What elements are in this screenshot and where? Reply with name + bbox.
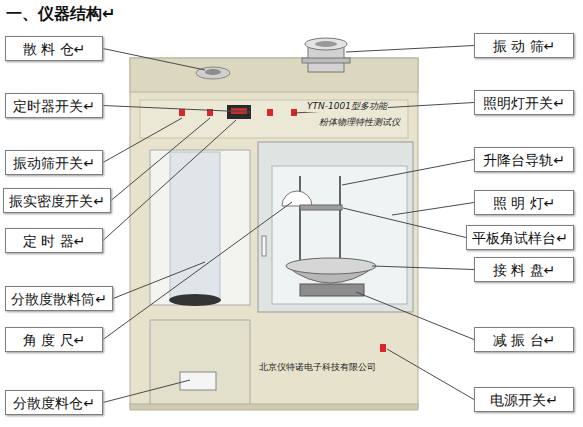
leader-line (103, 106, 250, 113)
callout-box: 照明灯开关↵ (474, 90, 574, 115)
section-title: 一、仪器结构↵ (6, 4, 115, 25)
part-name: 平板角试样台↵ (472, 231, 568, 245)
part-name: 角 度 尺↵ (23, 333, 86, 347)
switch (267, 109, 273, 116)
power-switch (380, 344, 386, 352)
leader-line (372, 266, 474, 270)
dispersion-cylinder (170, 152, 220, 300)
callout-box: 接 料 盘↵ (474, 257, 574, 282)
callout-box: 电源开关↵ (474, 387, 574, 412)
instrument-base (130, 404, 418, 410)
lift-rail (299, 176, 301, 272)
part-name: 分散度料仓↵ (13, 396, 95, 410)
sieve-top (305, 38, 347, 50)
hopper-hole (205, 69, 221, 75)
angle-dial (282, 191, 312, 206)
part-name: 振实密度开关↵ (9, 194, 105, 208)
switch (179, 109, 185, 116)
instrument-body (130, 58, 418, 408)
leader-line (392, 203, 474, 216)
leader-line (103, 118, 182, 163)
leader-line (343, 208, 466, 238)
damping-stand (300, 284, 364, 296)
callout-box: 定时器开关↵ (5, 93, 103, 118)
part-name: 振 动 筛↵ (493, 39, 556, 53)
leader-line (387, 349, 474, 400)
part-name: 定时器开关↵ (13, 99, 95, 113)
leader-line (294, 103, 474, 114)
callout-box: 减 振 台↵ (474, 327, 574, 352)
part-name: 分散度散料筒↵ (11, 292, 107, 306)
part-name: 振动筛开关↵ (13, 156, 95, 170)
leader-line (356, 292, 474, 340)
callout-box: 分散度散料筒↵ (5, 286, 113, 311)
printed-label: YTN-1001型多功能 (306, 102, 388, 112)
callout-box: 平板角试样台↵ (466, 225, 574, 250)
leader-line (346, 46, 474, 53)
callout-box: 振实密度开关↵ (3, 188, 111, 213)
leader-line (103, 202, 292, 340)
callout-box: 散 料 仓↵ (5, 36, 103, 61)
leader-line (113, 262, 205, 299)
lift-rail (339, 176, 341, 272)
part-name: 散 料 仓↵ (23, 42, 86, 56)
leader-line (103, 120, 236, 241)
part-name: 电源开关↵ (490, 393, 558, 407)
part-name: 照明灯开关↵ (483, 96, 565, 110)
right-chamber-glass (272, 166, 407, 304)
printed-label: 粉体物理特性测试仪 (318, 118, 401, 128)
leader-line (103, 380, 190, 403)
part-name: 照 明 灯↵ (493, 196, 556, 210)
part-name: 升降台导轨↵ (483, 153, 565, 167)
printed-label: 北京仪特诺电子科技有限公司 (258, 363, 377, 373)
cylinder-base (169, 294, 221, 306)
part-name: 减 振 台↵ (493, 333, 556, 347)
callout-box: 定 时 器↵ (5, 228, 103, 253)
leader-line (342, 160, 474, 186)
callout-box: 振 动 筛↵ (474, 33, 574, 58)
callout-box: 角 度 尺↵ (5, 327, 103, 352)
callout-box: 振动筛开关↵ (5, 150, 103, 175)
tray-rim (286, 258, 376, 274)
part-name: 定 时 器↵ (23, 234, 86, 248)
flat-sample-stage (300, 205, 342, 210)
right-chamber-frame (258, 142, 413, 312)
callout-box: 分散度料仓↵ (5, 390, 103, 415)
callout-box: 升降台导轨↵ (474, 147, 574, 172)
left-chamber (150, 150, 250, 305)
callout-box: 照 明 灯↵ (474, 190, 574, 215)
drawer (150, 320, 250, 406)
sieve-mouth (315, 41, 337, 47)
leader-line (103, 49, 205, 71)
part-name: 接 料 盘↵ (493, 263, 556, 277)
sieve-flange (302, 58, 350, 63)
door-handle (262, 236, 266, 256)
